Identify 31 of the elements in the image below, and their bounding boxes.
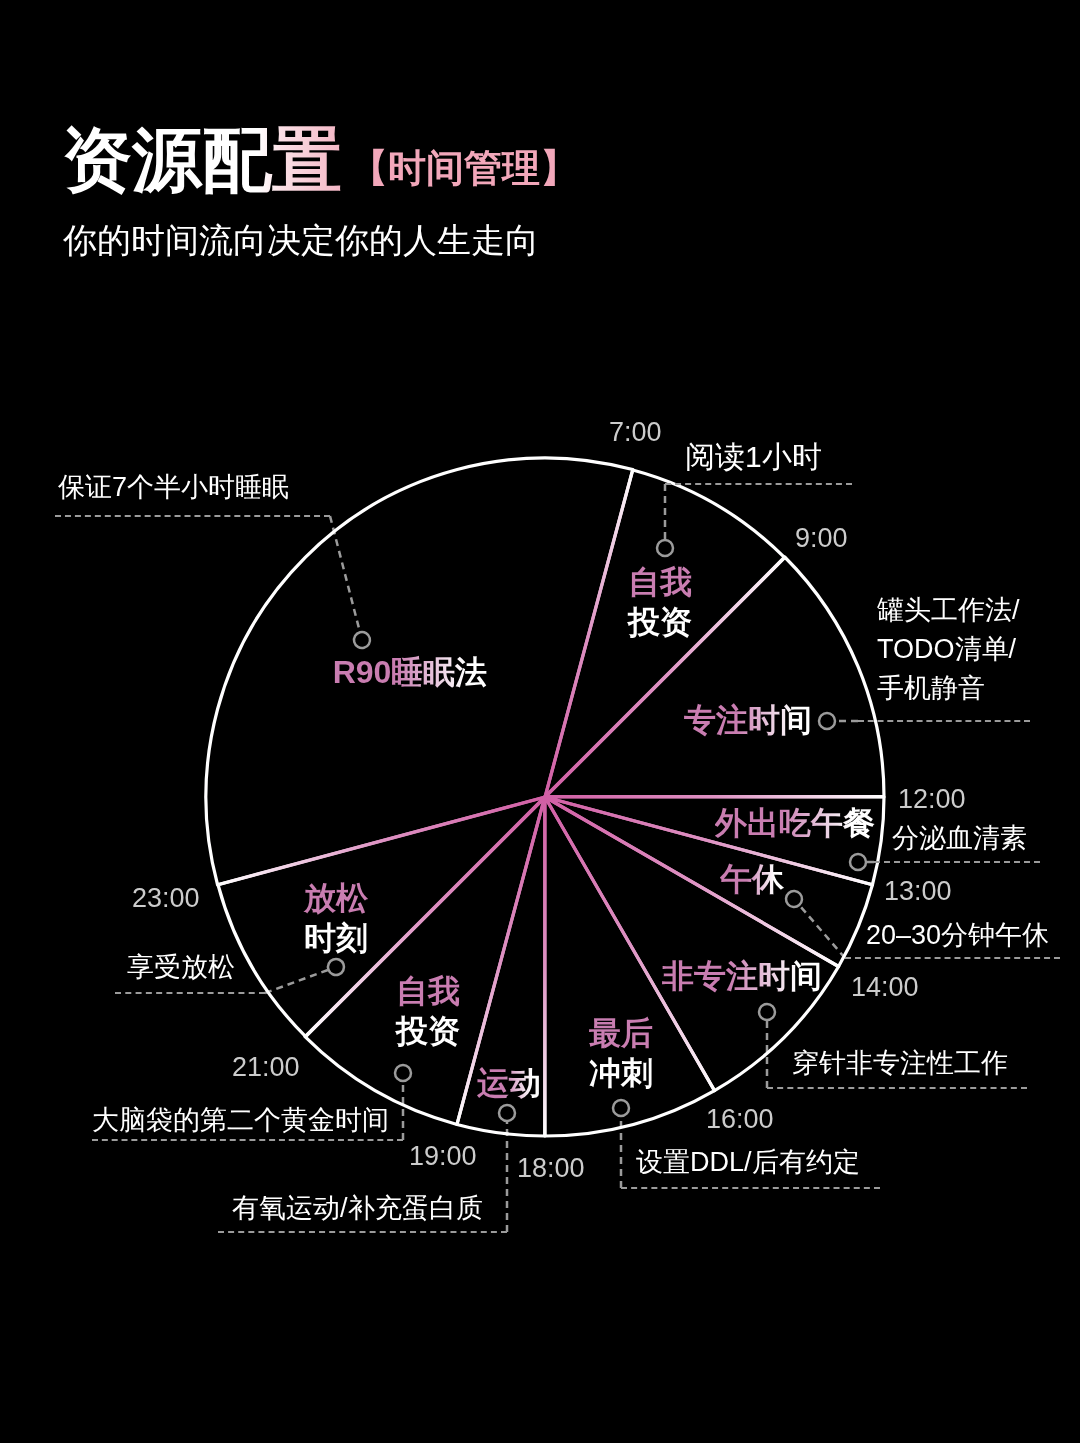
leader-line	[264, 957, 346, 995]
time-label: 19:00	[409, 1140, 477, 1172]
annotation-text: 有氧运动/补充蛋白质	[218, 1188, 507, 1233]
leader-line	[611, 1098, 631, 1188]
leader-line	[757, 1002, 777, 1088]
annotation-text: 穿针非专注性工作	[767, 1043, 1027, 1089]
leader-line	[817, 711, 858, 731]
leader-line	[393, 1063, 413, 1140]
subtitle: 你的时间流向决定你的人生走向	[63, 219, 539, 261]
annotation-text: 享受放松	[115, 947, 265, 994]
annotation-text: 阅读1小时	[665, 434, 852, 485]
time-label: 16:00	[706, 1103, 774, 1135]
annotation-text: 设置DDL/后有约定	[621, 1142, 880, 1189]
time-label: 23:00	[132, 882, 200, 914]
annotation-text: 保证7个半小时睡眠	[55, 467, 330, 517]
leader-line	[328, 515, 372, 650]
time-label: 7:00	[609, 416, 662, 448]
time-label: 13:00	[884, 875, 952, 907]
annotation-text: 20–30分钟午休	[845, 915, 1060, 959]
time-label: 9:00	[795, 522, 848, 554]
leader-line	[848, 852, 874, 872]
time-label: 21:00	[232, 1051, 300, 1083]
annotation-text: 大脑袋的第二个黄金时间	[92, 1100, 403, 1141]
annotation-text: 分泌血清素	[874, 818, 1040, 863]
time-label: 14:00	[851, 971, 919, 1003]
title-tag: 【时间管理】	[350, 145, 578, 191]
annotation-text: 罐头工作法/TODO清单/手机静音	[858, 588, 1030, 722]
time-label: 12:00	[898, 783, 966, 815]
leader-line	[497, 1103, 517, 1232]
leader-line	[655, 484, 675, 558]
time-label: 18:00	[517, 1152, 585, 1184]
